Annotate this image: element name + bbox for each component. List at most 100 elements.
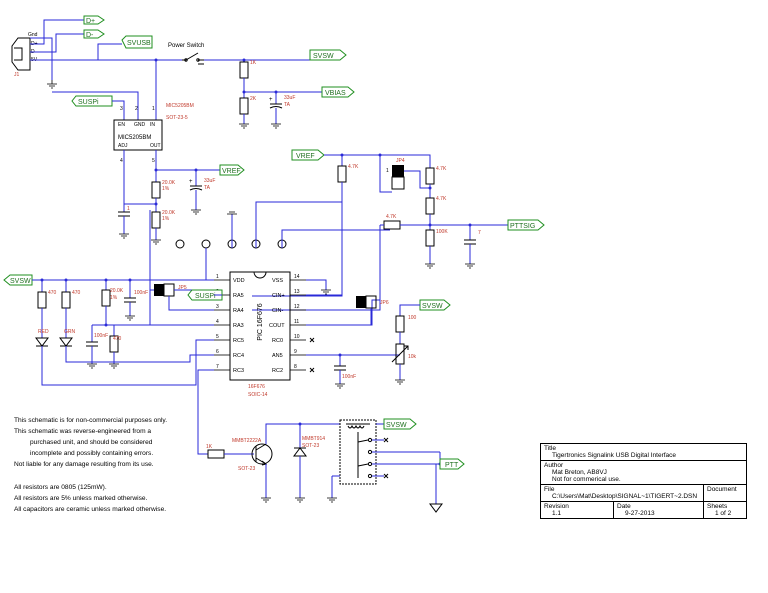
- svg-text:IN: IN: [150, 122, 155, 128]
- svg-text:1K: 1K: [250, 60, 257, 66]
- cap-1: 1: [118, 206, 130, 239]
- svg-text:AN5: AN5: [272, 353, 283, 359]
- author-note: Not for commerical use.: [552, 476, 621, 483]
- resistor-100k: [425, 229, 435, 247]
- jumper-jp5: JP5: [150, 283, 214, 311]
- svg-text:MIC5205BM: MIC5205BM: [166, 103, 194, 109]
- svg-text:+: +: [189, 179, 193, 185]
- relay: [339, 419, 377, 485]
- svg-text:TA: TA: [284, 102, 291, 108]
- net-flag-vbias: VBIAS: [321, 86, 355, 98]
- svg-text:SVSW: SVSW: [386, 422, 407, 429]
- connector-ref: J1: [14, 72, 20, 78]
- svg-text:470: 470: [113, 336, 122, 342]
- svg-text:14: 14: [294, 274, 300, 280]
- svg-text:1%: 1%: [162, 186, 170, 192]
- svg-text:SVSW: SVSW: [10, 278, 31, 285]
- svg-text:4.7K: 4.7K: [386, 214, 397, 220]
- revision-label: Revision: [544, 503, 569, 510]
- test-points: [175, 239, 287, 249]
- svg-text:8: 8: [294, 364, 297, 370]
- svg-text:ADJ: ADJ: [118, 143, 128, 149]
- svg-text:VREF: VREF: [222, 168, 241, 175]
- svg-text:PIC 16F676: PIC 16F676: [257, 303, 264, 340]
- net-flag-ptt: PTT: [439, 458, 465, 470]
- title-block: Title Tigertronics Signalink USB Digital…: [540, 443, 747, 519]
- title-label: Title: [544, 445, 557, 452]
- document-label: Document: [707, 486, 737, 493]
- svg-text:2: 2: [135, 106, 138, 112]
- svg-text:3: 3: [120, 106, 123, 112]
- svg-text:33uF: 33uF: [284, 95, 295, 101]
- svg-text:1: 1: [216, 274, 219, 280]
- usb-connector-j1: Gnd D+ D- 5V J1: [11, 32, 38, 78]
- svg-text:GRN: GRN: [64, 329, 76, 335]
- net-flag-svsw-top: SVSW: [309, 49, 347, 61]
- cap-33uf-mid: + 33uF TA: [189, 170, 215, 215]
- svg-text:SVSW: SVSW: [313, 53, 334, 60]
- svg-text:PTTSIG: PTTSIG: [510, 223, 535, 230]
- resistor-4k7-d: [383, 220, 401, 230]
- svg-text:9: 9: [294, 349, 297, 355]
- title-block-title-row: Title Tigertronics Signalink USB Digital…: [541, 444, 746, 461]
- svg-text:D+: D+: [86, 18, 95, 25]
- cap-100nf-a: 100nF: [124, 280, 148, 321]
- svg-text:RC5: RC5: [233, 338, 244, 344]
- svg-text:20.0K: 20.0K: [162, 180, 176, 186]
- resistor-4k7-a: [337, 165, 347, 183]
- net-flag-svsw-right: SVSW: [419, 299, 451, 311]
- resistor-2k: [239, 97, 249, 115]
- sheets-label: Sheets: [707, 503, 728, 510]
- svg-text:4.7K: 4.7K: [436, 196, 447, 202]
- net-flag-svsw-left: SVSW: [3, 274, 33, 286]
- net-flag-dplus: D+: [83, 15, 105, 25]
- svg-text:RC3: RC3: [233, 368, 244, 374]
- svg-text:13: 13: [294, 289, 300, 295]
- mcu-pic16f676: PIC 16F676 16F676 SOIC-14: [229, 271, 291, 398]
- svg-text:1%: 1%: [110, 295, 118, 301]
- svg-text:5: 5: [216, 334, 219, 340]
- svg-text:20.0K: 20.0K: [162, 210, 176, 216]
- svg-text:CIN+: CIN+: [272, 293, 285, 299]
- author-label: Author: [544, 462, 564, 469]
- net-flag-suspi-chip: SUSPi: [187, 289, 223, 301]
- net-flag-vref-reg: VREF: [219, 164, 245, 176]
- svg-text:100nF: 100nF: [342, 374, 356, 380]
- svg-text:SOT-23: SOT-23: [302, 443, 319, 449]
- svg-text:10k: 10k: [408, 354, 417, 360]
- svg-text:4: 4: [120, 158, 123, 164]
- svg-text:VSS: VSS: [272, 278, 283, 284]
- sheets-value: 1 of 2: [715, 510, 732, 517]
- date-value: 9-27-2013: [625, 510, 655, 517]
- svg-text:RC2: RC2: [272, 368, 283, 374]
- svg-text:11: 11: [294, 319, 299, 325]
- svg-text:4.7K: 4.7K: [436, 166, 447, 172]
- svg-text:470: 470: [72, 290, 81, 296]
- cap-33uf-top: + 33uF TA: [269, 92, 295, 129]
- svg-text:JP4: JP4: [396, 158, 405, 164]
- title-block-file-row: File C:\Users\Mat\Desktop\SIGNAL~1\TIGER…: [541, 485, 746, 502]
- svg-text:7: 7: [478, 230, 481, 236]
- svg-text:RA3: RA3: [233, 323, 244, 329]
- led-green-branch: 470 GRN: [59, 280, 214, 363]
- svg-text:2K: 2K: [250, 96, 257, 102]
- svg-text:SUSPi: SUSPi: [195, 293, 216, 300]
- file-label: File: [544, 486, 555, 493]
- svg-text:SOIC-14: SOIC-14: [248, 392, 268, 398]
- svg-text:OUT: OUT: [150, 143, 161, 149]
- svg-text:Power Switch: Power Switch: [168, 43, 204, 49]
- svg-text:JP5: JP5: [178, 285, 187, 291]
- note-line-7: All resistors are 5% unless marked other…: [14, 495, 148, 502]
- note-line-8: All capacitors are ceramic unless marked…: [14, 506, 167, 513]
- title-block-author-row: Author Mat Breton, AB8VJ Not for commeri…: [541, 461, 746, 485]
- svg-text:1: 1: [152, 106, 155, 112]
- author-value: Mat Breton, AB8VJ: [552, 469, 607, 476]
- svg-text:SOT-23-5: SOT-23-5: [166, 115, 188, 121]
- resistor-1k-base: [207, 449, 225, 459]
- resistor-470-c: 470: [109, 325, 122, 369]
